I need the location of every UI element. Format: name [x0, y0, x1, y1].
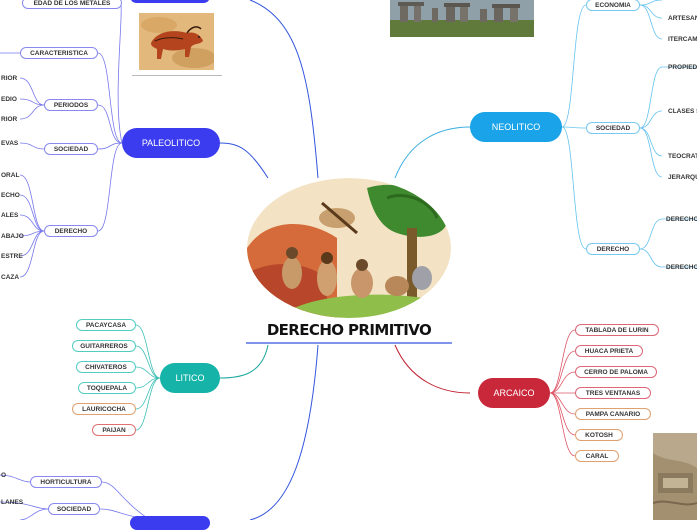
arcaico-connectors [549, 329, 576, 457]
periodos-sub-3[interactable]: RIOR [1, 116, 18, 123]
bottom-sub-2[interactable]: LANES [1, 499, 24, 506]
connector-paleolitico [219, 142, 269, 179]
litico-paijan[interactable]: PAIJAN [92, 424, 136, 436]
economia-sub-2[interactable]: ITERCAM [668, 36, 697, 43]
litico-toquepala[interactable]: TOQUEPALA [78, 382, 136, 394]
economia-sub-1[interactable]: ARTESAN [668, 15, 697, 22]
neo-sociedad-sub-4[interactable]: JERARQU [668, 174, 697, 181]
bottom-horticultura[interactable]: HORTICULTURA [30, 476, 102, 488]
edad-metales-leaf[interactable]: EDAD DE LOS METALES [22, 0, 122, 9]
periodos-sub-2[interactable]: EDIO [1, 96, 17, 103]
cave-painting-underline [132, 75, 222, 76]
paleolitico-caracteristica[interactable]: CARACTERISTICA [20, 47, 98, 59]
caral-image [653, 433, 697, 520]
neo-derecho-sub-1[interactable]: DERECHO [666, 216, 697, 223]
neolitico-sociedad[interactable]: SOCIEDAD [586, 122, 640, 134]
neolitico-node[interactable]: NEOLITICO [470, 112, 562, 142]
neolitico-economia[interactable]: ECONOMIA [586, 0, 640, 11]
paleolitico-connectors [0, 0, 123, 278]
paleolitico-derecho[interactable]: DERECHO [44, 225, 98, 237]
periodos-sub-1[interactable]: RIOR [1, 75, 18, 82]
arcaico-huaca-prieta[interactable]: HUACA PRIETA [575, 345, 643, 357]
arcaico-tablada[interactable]: TABLADA DE LURIN [575, 324, 659, 336]
neo-sociedad-sub-1[interactable]: PROPIED [668, 64, 697, 71]
derecho-sub-1[interactable]: ORAL [1, 172, 20, 179]
arcaico-caral[interactable]: CARAL [575, 450, 619, 462]
neo-sociedad-sub-2[interactable]: CLASES S [668, 108, 697, 115]
litico-node[interactable]: LITICO [160, 363, 220, 393]
neolitico-connectors [561, 0, 697, 268]
connector-neolitico [394, 126, 471, 179]
connector-arcaico [394, 344, 471, 394]
connector-top [249, 0, 319, 179]
derecho-sub-4[interactable]: ABAJO [1, 233, 24, 240]
litico-guitarreros[interactable]: GUITARREROS [72, 340, 136, 352]
arcaico-kotosh[interactable]: KOTOSH [575, 429, 623, 441]
litico-connectors [135, 324, 161, 431]
sociedad-sub-1[interactable]: EVAS [1, 140, 19, 147]
connector-litico [219, 344, 269, 379]
neo-derecho-sub-2[interactable]: DERECHO [666, 264, 697, 271]
paleolitico-node[interactable]: PALEOLITICO [122, 128, 220, 158]
derecho-sub-5[interactable]: ESTRE [1, 253, 23, 260]
litico-lauricocha[interactable]: LAURICOCHA [72, 403, 136, 415]
neo-sociedad-sub-3[interactable]: TEOCRAT [668, 153, 697, 160]
bottom-sub-1[interactable]: O [1, 472, 7, 479]
center-illustration [247, 178, 451, 318]
arcaico-tres-ventanas[interactable]: TRES VENTANAS [575, 387, 651, 399]
arcaico-cerro-paloma[interactable]: CERRO DE PALOMA [575, 366, 657, 378]
connector-bottom [249, 344, 319, 520]
derecho-sub-2[interactable]: ECHO [1, 192, 20, 199]
derecho-sub-6[interactable]: CAZA [1, 274, 20, 281]
arcaico-node[interactable]: ARCAICO [478, 378, 550, 408]
paleolitico-sociedad[interactable]: SOCIEDAD [44, 143, 98, 155]
stonehenge-image [390, 0, 534, 37]
litico-pacaycasa[interactable]: PACAYCASA [76, 319, 136, 331]
bottom-sociedad[interactable]: SOCIEDAD [48, 503, 100, 515]
paleolitico-periodos[interactable]: PERIODOS [44, 99, 98, 111]
litico-chivateros[interactable]: CHIVATEROS [76, 361, 136, 373]
cave-painting-image [139, 13, 214, 70]
arcaico-pampa-canario[interactable]: PAMPA CANARIO [575, 408, 651, 420]
bottom-main-node-partial[interactable] [130, 516, 210, 530]
top-main-node-partial[interactable] [130, 0, 210, 3]
center-title[interactable]: DERECHO PRIMITIVO [266, 321, 432, 339]
neolitico-derecho[interactable]: DERECHO [586, 243, 640, 255]
derecho-sub-3[interactable]: ALES [1, 212, 19, 219]
